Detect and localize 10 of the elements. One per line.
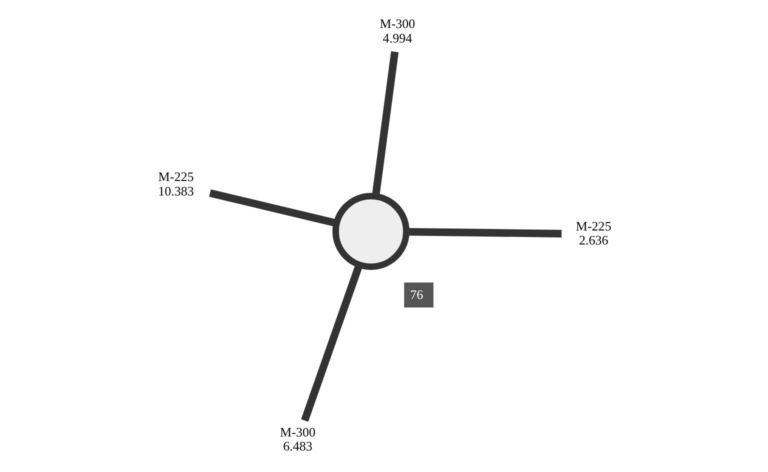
node-text: M-300 6.483: [280, 424, 316, 454]
node-text: M-225 10.383: [158, 169, 194, 198]
node-text: M-225 2.636: [576, 218, 612, 248]
connector: [301, 264, 363, 422]
connector: [406, 228, 562, 238]
node-text: M-300 4.994: [380, 16, 416, 46]
node-circle: [332, 192, 410, 270]
node-label: 76: [410, 286, 424, 302]
connector: [209, 189, 338, 227]
connector: [372, 51, 399, 197]
